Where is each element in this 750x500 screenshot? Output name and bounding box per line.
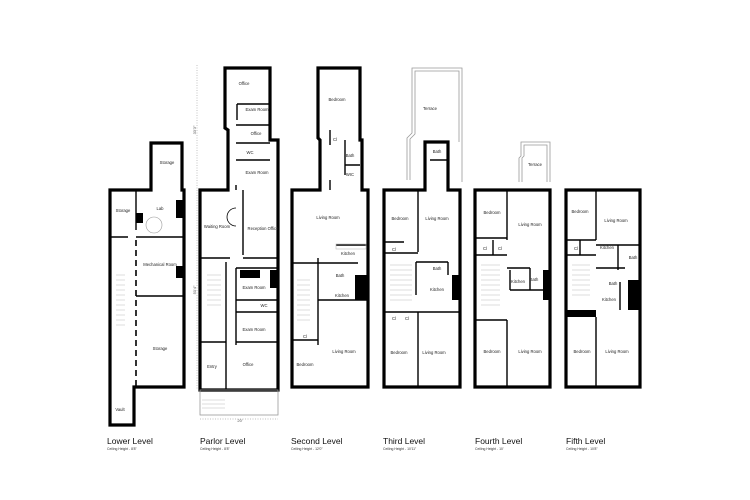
level-title: Third Level	[383, 436, 425, 446]
room-label: Living Room	[518, 349, 542, 354]
room-label: Exam Room	[245, 170, 269, 175]
level-title: Fourth Level	[475, 436, 522, 446]
room-label: Terrace	[423, 106, 438, 111]
room-label: Kitchen	[430, 287, 445, 292]
room-label: Living Room	[518, 222, 542, 227]
room-label: Bath	[346, 153, 355, 158]
fourth-level-plan: Terrace Bedroom Living Room Cl Cl Kitche…	[473, 141, 552, 389]
level-title: Parlor Level	[200, 436, 245, 446]
ceiling-height: Ceiling Height - 10'	[475, 447, 504, 451]
parlor-level-plan: 33'3" 50'4" 20' Office Exam Room Office …	[192, 65, 280, 423]
ceiling-height: Ceiling Height - 10'8"	[566, 447, 598, 451]
ceiling-height: Ceiling Height - 8'8"	[200, 447, 231, 451]
room-label: Bedroom	[297, 362, 315, 367]
room-label: Living Room	[422, 350, 446, 355]
room-label: Storage	[116, 208, 131, 213]
room-label: Bath	[336, 273, 345, 278]
level-title: Second Level	[291, 436, 343, 446]
room-label: Entry	[207, 364, 218, 369]
third-level-plan: Terrace Bath Bedroom Living Room Cl Bath…	[382, 67, 463, 389]
room-label: WC	[261, 303, 268, 308]
room-label: Office	[243, 362, 255, 367]
room-label: Bath	[609, 281, 618, 286]
room-label: Bedroom	[484, 349, 502, 354]
room-label: Exam Room	[242, 285, 266, 290]
room-label: Office	[239, 81, 251, 86]
room-label: Kitchen	[602, 297, 617, 302]
room-label: Bath	[433, 266, 442, 271]
room-label: Vault	[115, 407, 125, 412]
room-label: Bedroom	[484, 210, 502, 215]
room-label: WIC	[346, 172, 354, 177]
room-label: Storage	[160, 160, 175, 165]
room-label: Cl	[498, 246, 502, 251]
ceiling-height: Ceiling Height - 8'8"	[107, 447, 138, 451]
room-label: Mechanical Room	[143, 262, 177, 267]
room-label: Cl	[392, 316, 396, 321]
room-label: Lab	[157, 206, 165, 211]
room-label: Bedroom	[572, 209, 590, 214]
room-label: Bedroom	[392, 216, 410, 221]
room-label: Kitchen	[341, 251, 356, 256]
room-label: Cl	[405, 316, 409, 321]
room-label: Cl	[483, 246, 487, 251]
room-label: Living Room	[605, 349, 629, 354]
dimension-label: 20'	[237, 418, 242, 423]
second-level-plan: Bedroom Cl Bath WIC Living Room Kitchen …	[290, 66, 370, 389]
room-label: Kitchen	[600, 245, 615, 250]
room-label: Bath	[433, 149, 442, 154]
level-titles: Lower Level Ceiling Height - 8'8" Parlor…	[107, 436, 605, 451]
lower-level-plan: Storage Lab Storage Mechanical Room Stor…	[108, 141, 186, 427]
room-label: Exam Room	[242, 327, 266, 332]
room-label: Cl	[574, 246, 578, 251]
dimension-label: 33'3"	[192, 125, 197, 134]
room-label: Terrace	[528, 162, 543, 167]
room-label: Cl	[333, 137, 337, 142]
ceiling-height: Ceiling Height - 12'0"	[291, 447, 323, 451]
level-title: Lower Level	[107, 436, 153, 446]
room-label: Living Room	[316, 215, 340, 220]
room-label: Bedroom	[574, 349, 592, 354]
room-label: Waiting Room	[204, 224, 231, 229]
room-label: Office	[251, 131, 263, 136]
dimension-label: 50'4"	[192, 285, 197, 294]
room-label: Storage	[153, 346, 168, 351]
ceiling-height: Ceiling Height - 10'11"	[383, 447, 417, 451]
room-label: Cl	[303, 334, 307, 339]
room-label: Kitchen	[335, 293, 350, 298]
level-title: Fifth Level	[566, 436, 605, 446]
room-label: Exam Room	[245, 107, 269, 112]
room-label: Cl	[392, 247, 396, 252]
room-label: Kitchen	[511, 279, 526, 284]
room-label: Living Room	[604, 218, 628, 223]
room-label: Living Room	[332, 349, 356, 354]
room-label: Living Room	[425, 216, 449, 221]
room-label: Bath	[629, 255, 638, 260]
room-label: WC	[247, 150, 254, 155]
room-label: Bedroom	[391, 350, 409, 355]
fifth-level-plan: Bedroom Living Room Cl Kitchen Bath Bath…	[564, 188, 642, 389]
room-label: Bedroom	[329, 97, 347, 102]
room-label: Reception Office	[248, 226, 280, 231]
room-label: Bath	[530, 277, 539, 282]
